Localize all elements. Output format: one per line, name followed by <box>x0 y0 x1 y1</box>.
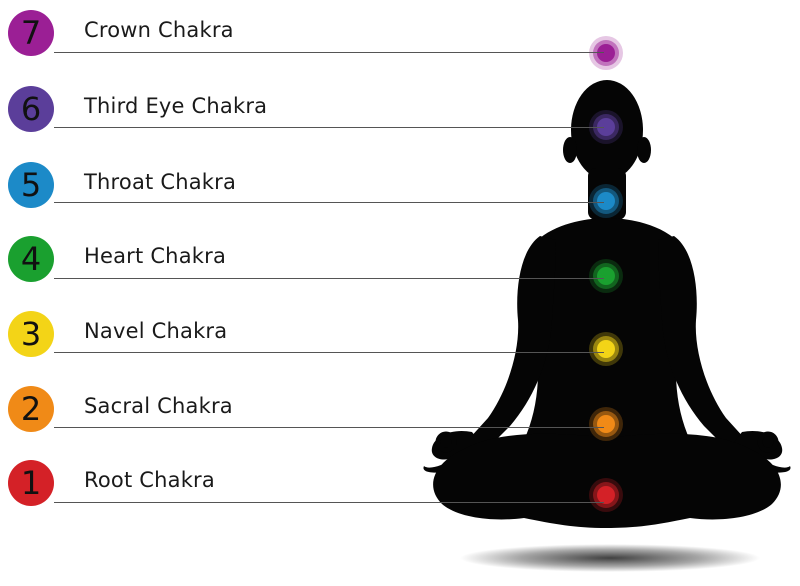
chakra-dot <box>589 332 623 366</box>
leader-line <box>54 278 604 279</box>
chakra-row: 3 Navel Chakra <box>0 311 640 361</box>
leader-line <box>54 427 604 428</box>
chakra-label: Throat Chakra <box>84 170 237 194</box>
chakra-dots <box>589 36 623 512</box>
chakra-row: 1 Root Chakra <box>0 460 640 510</box>
chakra-label: Navel Chakra <box>84 319 228 343</box>
chakra-label: Crown Chakra <box>84 18 234 42</box>
chakra-number-badge: 1 <box>8 460 54 506</box>
chakra-dot <box>589 259 623 293</box>
chakra-number-badge: 6 <box>8 86 54 132</box>
chakra-number-badge: 7 <box>8 10 54 56</box>
chakra-row: 6 Third Eye Chakra <box>0 86 640 136</box>
chakra-dot <box>589 407 623 441</box>
leader-line <box>54 127 604 128</box>
chakra-label: Root Chakra <box>84 468 215 492</box>
chakra-label: Sacral Chakra <box>84 394 233 418</box>
chakra-number-badge: 3 <box>8 311 54 357</box>
leader-line <box>54 202 604 203</box>
chakra-number-badge: 4 <box>8 236 54 282</box>
chakra-number-badge: 5 <box>8 162 54 208</box>
leader-line <box>54 502 604 503</box>
chakra-dot <box>589 184 623 218</box>
chakra-dot <box>589 110 623 144</box>
silhouette <box>423 80 791 528</box>
chakra-dot <box>589 36 623 70</box>
chakra-label: Third Eye Chakra <box>84 94 268 118</box>
leader-line <box>54 52 604 53</box>
chakra-row: 5 Throat Chakra <box>0 162 640 212</box>
chakra-row: 2 Sacral Chakra <box>0 386 640 436</box>
chakra-row: 7 Crown Chakra <box>0 10 640 60</box>
chakra-row: 4 Heart Chakra <box>0 236 640 286</box>
leader-line <box>54 352 604 353</box>
ground-shadow <box>460 544 760 572</box>
chakra-dot <box>589 478 623 512</box>
chakra-label: Heart Chakra <box>84 244 227 268</box>
chakra-number-badge: 2 <box>8 386 54 432</box>
